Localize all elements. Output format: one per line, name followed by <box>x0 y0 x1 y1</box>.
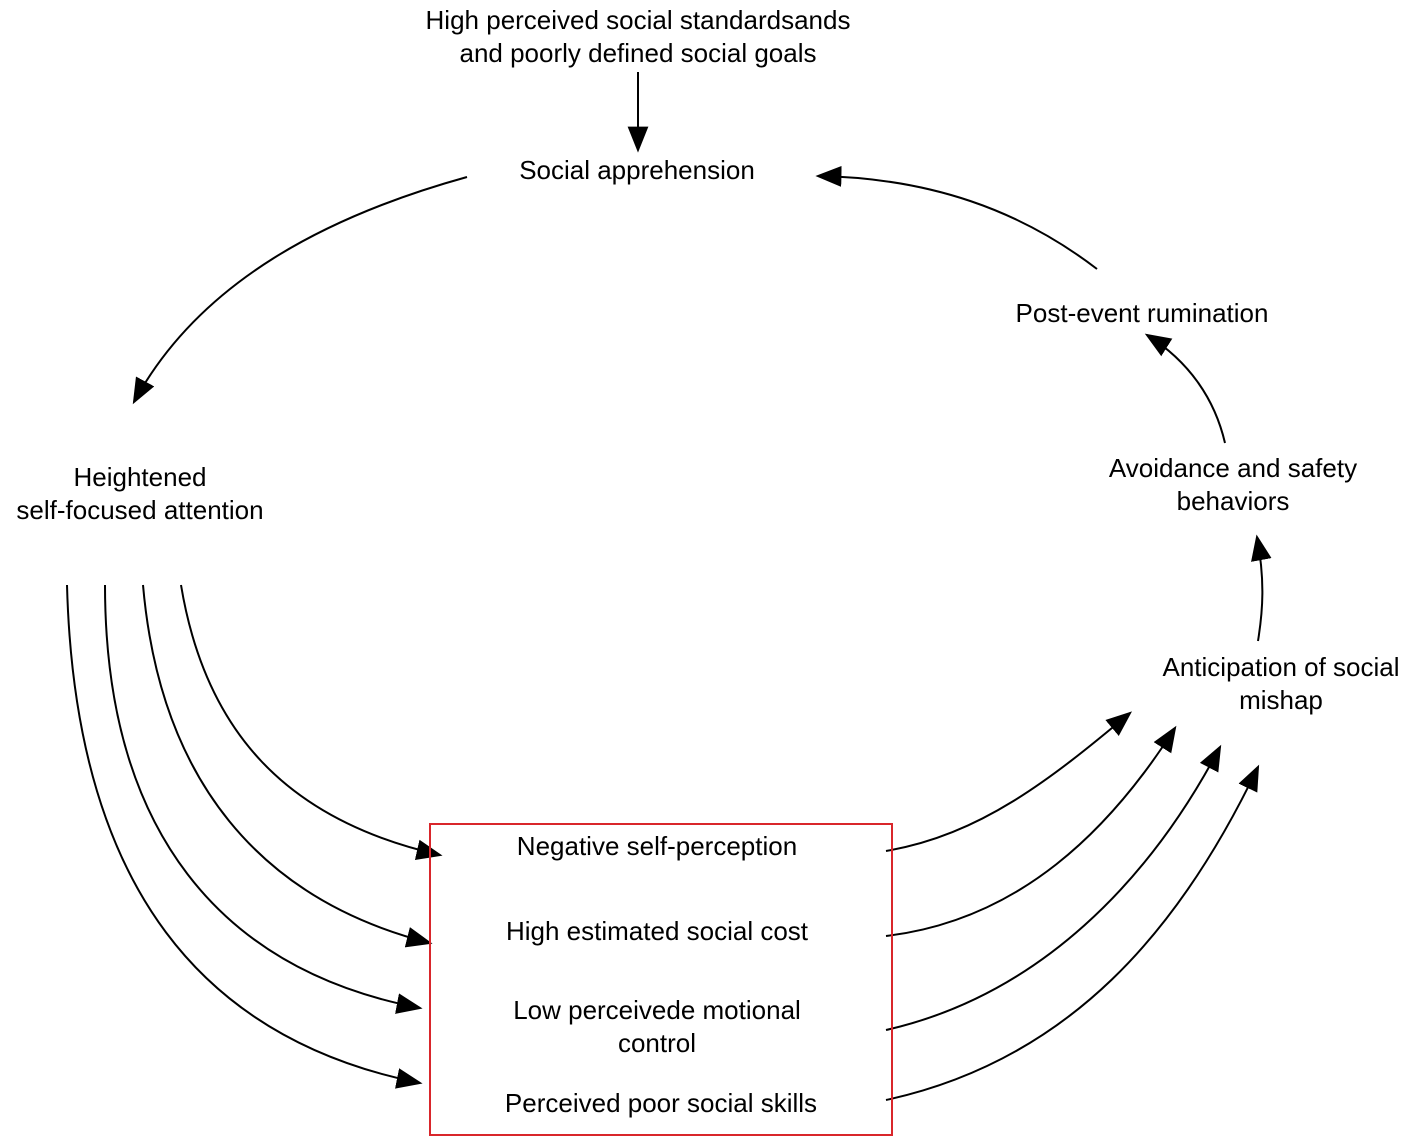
node-low-perceived-emotional-control: Low perceivede motional control <box>432 994 882 1060</box>
arrow-negative-self-perception-to-anticipation <box>885 711 1132 852</box>
arrow-attention-to-emotional-control <box>104 584 423 1014</box>
node-avoidance-line-2: behaviors <box>1176 486 1290 516</box>
node-social-standards-line-2: and poorly defined social goals <box>459 38 817 68</box>
node-anticipation-of-social-mishap: Anticipation of social mishap <box>1141 651 1418 717</box>
node-heightened-self-focused-attention: Heightened self-focused attention <box>0 461 280 527</box>
node-emotional-control-line-1: Low perceivede motional <box>513 995 801 1025</box>
node-emotional-control-line-2: control <box>617 1028 697 1058</box>
arrow-emotional-control-to-anticipation <box>885 744 1222 1031</box>
arrow-rumination-to-apprehension <box>815 166 1098 270</box>
node-avoidance-line-1: Avoidance and safety <box>1108 453 1358 483</box>
node-negative-self-perception: Negative self-perception <box>432 830 882 863</box>
arrow-avoidance-to-rumination <box>1144 333 1226 444</box>
node-avoidance-safety-behaviors: Avoidance and safety behaviors <box>1073 452 1393 518</box>
node-post-event-rumination-line-1: Post-event rumination <box>1015 298 1269 328</box>
arrow-attention-to-negative-self-perception <box>180 584 443 860</box>
node-social-apprehension-line-1: Social apprehension <box>519 155 755 185</box>
arrow-anticipation-to-avoidance <box>1251 534 1272 642</box>
node-negative-self-perception-line-1: Negative self-perception <box>516 831 798 861</box>
node-anticipation-line-2: mishap <box>1239 685 1323 715</box>
node-perceived-poor-social-skills: Perceived poor social skills <box>432 1087 890 1120</box>
perception-group-box <box>429 823 893 1136</box>
arrow-apprehension-to-attention <box>132 176 468 405</box>
node-social-skills-line-1: Perceived poor social skills <box>504 1088 818 1118</box>
node-social-standards: High perceived social standardsands and … <box>334 4 942 70</box>
node-attention-line-2: self-focused attention <box>16 495 264 525</box>
node-post-event-rumination: Post-event rumination <box>942 297 1342 330</box>
node-social-apprehension: Social apprehension <box>437 154 837 187</box>
node-anticipation-line-1: Anticipation of social <box>1162 652 1400 682</box>
arrow-attention-to-social-skills <box>66 584 423 1089</box>
node-social-cost-line-1: High estimated social cost <box>505 916 809 946</box>
node-social-standards-line-1: High perceived social standardsands <box>425 5 851 35</box>
arrow-social-cost-to-anticipation <box>885 725 1177 937</box>
node-attention-line-1: Heightened <box>73 462 207 492</box>
arrow-social-skills-to-anticipation <box>885 764 1260 1101</box>
node-high-estimated-social-cost: High estimated social cost <box>432 915 882 948</box>
arrow-attention-to-social-cost <box>142 584 433 948</box>
